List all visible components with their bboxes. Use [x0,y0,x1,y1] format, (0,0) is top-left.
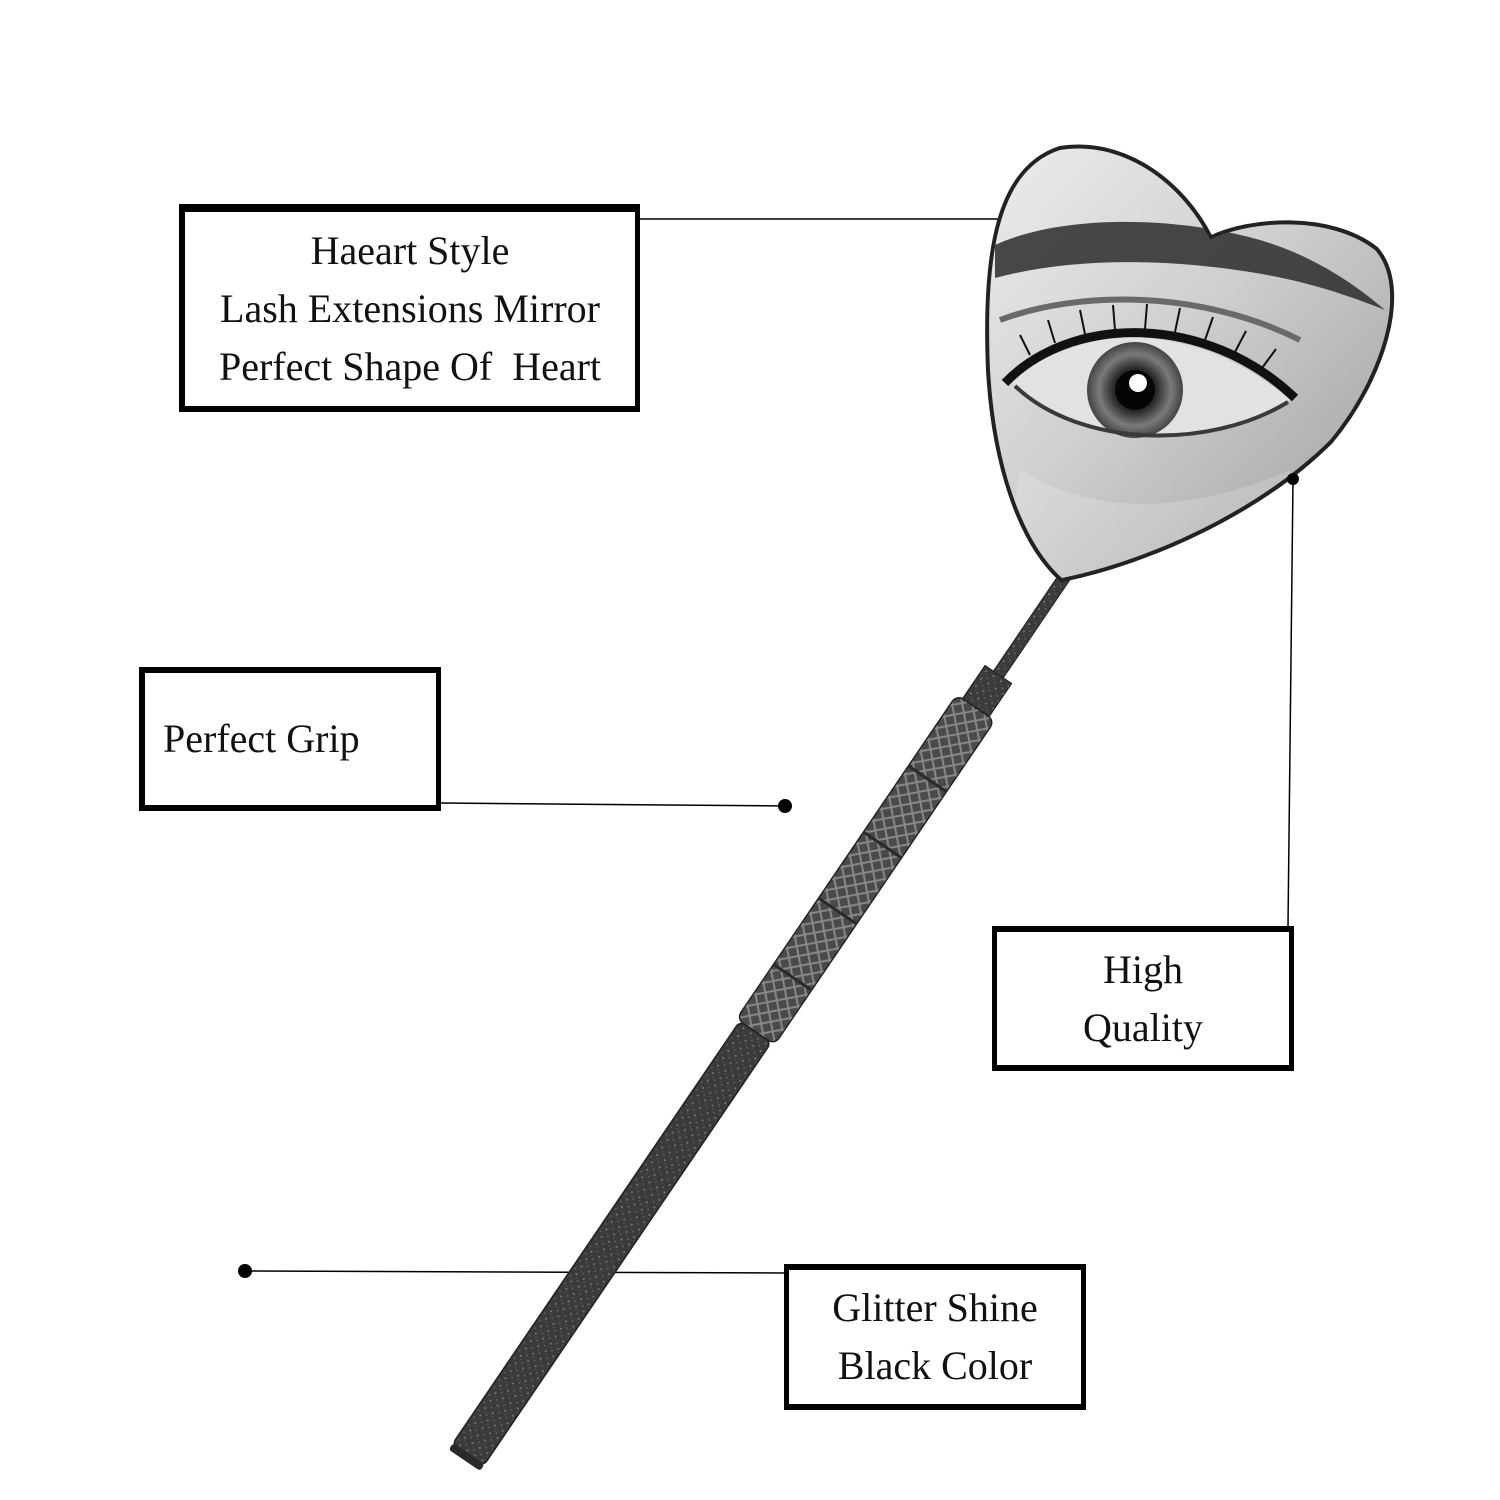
callout-heart-line-1: Haeart Style [310,228,510,273]
handle-end [449,1444,484,1470]
callout-perfect-grip: Perfect Grip [139,667,441,811]
leader-lines [244,218,1294,1274]
leader-line-grip [440,802,786,807]
callout-glitter-shine: Glitter Shine Black Color [784,1264,1086,1410]
anchor-dot-glitter [238,1264,252,1278]
mirror-handle [449,567,1074,1470]
heart-mirror [985,144,1395,583]
callout-high-quality: High Quality [992,926,1294,1071]
callout-quality-line-1: High [1103,946,1183,992]
grip-ridges [772,764,948,992]
callout-heart-style: Haeart Style Lash Extensions Mirror Perf… [179,204,640,412]
eyebrow [995,221,1385,310]
callout-quality-line-2: Quality [1083,1004,1203,1050]
callout-heart-line-2: Lash Extensions Mirror [220,286,600,331]
handle-grip-knurled [738,697,993,1043]
anchor-dots [238,473,1299,1278]
callout-heart-line-3: Perfect Shape Of Heart [218,344,602,389]
upper-lashes [1001,328,1299,402]
callout-glitter-line-2: Black Color [837,1343,1033,1388]
callout-grip-line-1: Perfect Grip [163,716,360,761]
callout-glitter-line-1: Glitter Shine [832,1285,1038,1330]
leader-line-glitter [244,1270,785,1274]
anchor-dot-quality [1287,473,1299,485]
handle-neck [991,567,1074,681]
handle-shaft [453,1022,770,1465]
leader-line-quality [1287,478,1294,927]
anchor-dot-grip [778,799,792,813]
